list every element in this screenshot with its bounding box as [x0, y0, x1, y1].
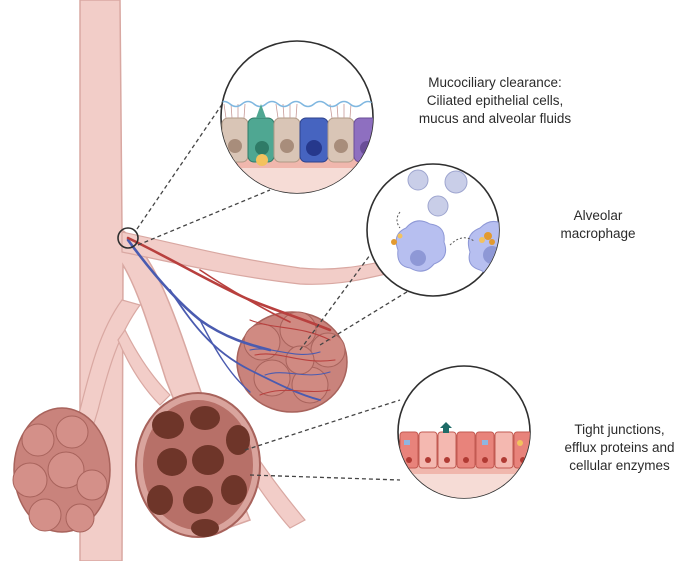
artery-on-cluster: [249, 319, 336, 396]
zoom-circle-macrophage: [366, 163, 500, 297]
zoom-circle-mucociliary: [220, 40, 374, 194]
mucociliary-caption-line-1: Mucociliary clearance:: [428, 75, 562, 90]
tight-junctions-caption-line-3: cellular enzymes: [569, 458, 670, 473]
artery-main: [126, 236, 332, 332]
mid-branch: [117, 328, 171, 406]
magnifier-circle-icon: [117, 227, 139, 249]
mucociliary-caption-line-3: mucus and alveolar fluids: [418, 111, 572, 126]
blood-vessels: [126, 236, 336, 401]
mucociliary-caption-line-2: Ciliated epithelial cells,: [426, 93, 564, 108]
tight-junctions-caption: Tight junctions, efflux proteins and cel…: [562, 421, 677, 475]
alveolar-cluster-vascular: [236, 311, 348, 413]
zoom-circle-tight-junctions: [397, 365, 531, 499]
vein-on-cluster: [249, 348, 331, 376]
alveolar-cluster-left: [12, 407, 111, 533]
upper-branch: [121, 231, 403, 285]
macrophage-cells-illustration: [391, 169, 499, 274]
macrophage-caption-line-2: macrophage: [560, 226, 636, 241]
vein-branch-2: [199, 319, 251, 393]
tight-junctions-caption-line-1: Tight junctions,: [574, 422, 665, 437]
macrophage-caption: Alveolar macrophage: [548, 207, 648, 243]
tight-junctions-caption-line-2: efflux proteins and: [564, 440, 675, 455]
macrophage-caption-line-1: Alveolar: [573, 208, 623, 223]
artery-branch: [199, 269, 291, 323]
epithelial-cells-illustration: [398, 422, 530, 498]
leader-lines: [136, 99, 411, 481]
mucociliary-caption: Mucociliary clearance: Ciliated epitheli…: [395, 74, 595, 128]
vein-branch: [169, 289, 321, 401]
alveolar-cluster-cross-section: [135, 392, 261, 538]
